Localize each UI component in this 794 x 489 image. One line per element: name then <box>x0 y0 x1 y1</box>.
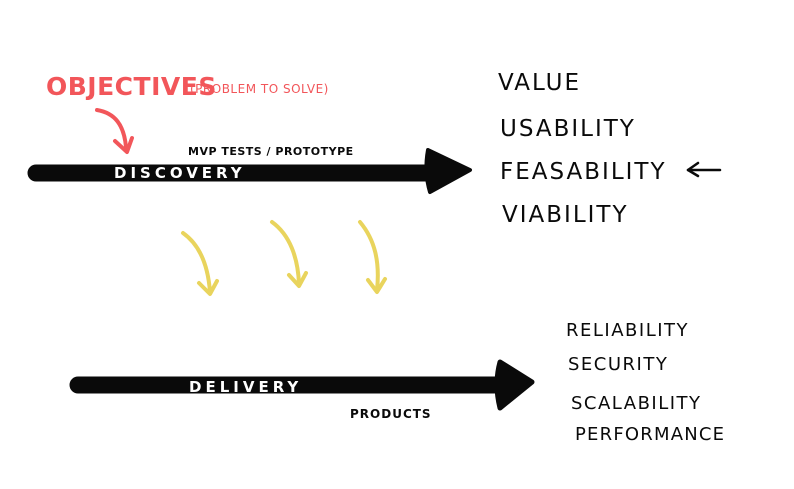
discovery-label: DISCOVERY <box>114 164 246 182</box>
delivery-arrow <box>69 359 535 411</box>
quality-performance: PERFORMANCE <box>575 424 725 445</box>
flow-arrow-2 <box>270 220 308 288</box>
objectives-arrow <box>95 108 134 154</box>
delivery-label: DELIVERY <box>189 378 302 396</box>
flow-arrows <box>181 220 387 296</box>
discovery-arrow <box>27 148 472 194</box>
discovery-note: MVP TESTS / PROTOTYPE <box>188 145 354 158</box>
delivery-note: PRODUCTS <box>350 407 432 421</box>
risk-value: VALUE <box>498 70 581 96</box>
flow-arrow-1 <box>181 231 219 296</box>
quality-security: SECURITY <box>568 354 668 375</box>
risk-usability: USABILITY <box>500 116 636 142</box>
risk-viability: VIABILITY <box>502 202 629 228</box>
flow-arrow-3 <box>358 220 387 294</box>
quality-scalability: SCALABILITY <box>571 393 702 414</box>
objectives-title: OBJECTIVES <box>46 72 217 101</box>
quality-reliability: RELIABILITY <box>566 320 689 341</box>
objectives-subtitle: (PROBLEM TO SOLVE) <box>190 82 329 96</box>
left-arrow-icon <box>686 161 722 178</box>
risk-feasability: FEASABILITY <box>500 159 667 185</box>
